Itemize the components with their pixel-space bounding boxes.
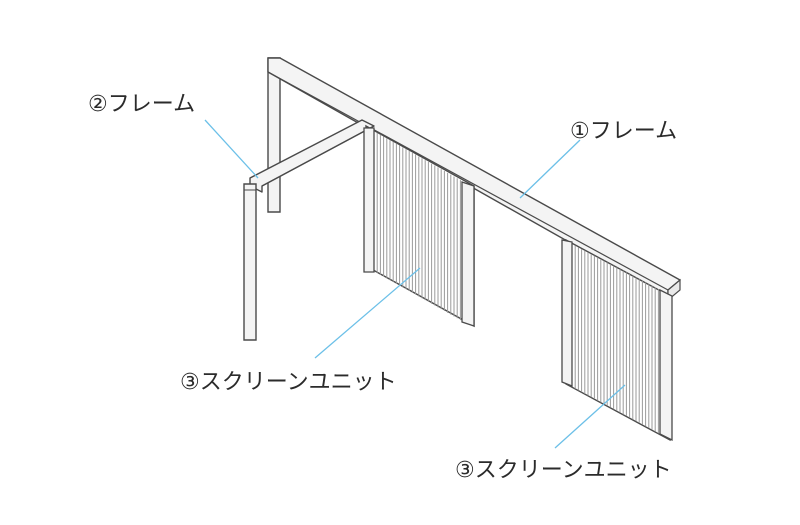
leader-screen-a [314, 267, 421, 359]
frame-2-label: ②フレーム [88, 92, 196, 117]
leader-frame-1 [519, 139, 581, 199]
leader-lines [204, 119, 626, 449]
frame-1-beam [267, 57, 681, 302]
leader-screen-b [554, 384, 626, 449]
screen-unit-label-a: ③スクリーンユニット [180, 370, 397, 395]
front-left-post [243, 183, 257, 341]
frame-1-label: ①フレーム [570, 119, 678, 144]
screen-unit-a [363, 124, 475, 328]
rear-post [267, 57, 281, 213]
leader-frame-2 [204, 119, 259, 179]
screen-unit-b [561, 238, 673, 442]
screen-unit-label-b: ③スクリーンユニット [455, 458, 672, 483]
